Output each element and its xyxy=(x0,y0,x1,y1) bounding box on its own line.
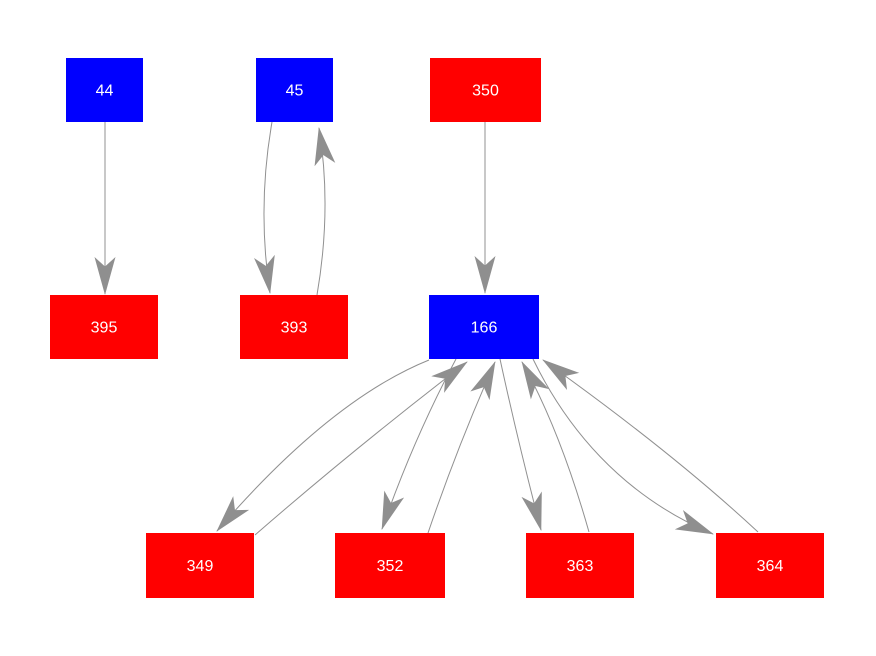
node-363-box[interactable] xyxy=(526,533,634,598)
node-350-label: 350 xyxy=(472,83,499,100)
node-45-box[interactable] xyxy=(256,58,333,122)
edge-166-to-364 xyxy=(532,358,714,535)
node-350[interactable]: 350 xyxy=(430,58,541,122)
node-352[interactable]: 352 xyxy=(335,533,445,598)
node-363-label: 363 xyxy=(567,558,594,575)
edge-349-to-166 xyxy=(254,361,468,536)
node-44[interactable]: 44 xyxy=(66,58,143,122)
node-166-box[interactable] xyxy=(429,295,539,359)
node-352-label: 352 xyxy=(377,558,404,575)
node-395-label: 395 xyxy=(91,320,118,337)
node-395-box[interactable] xyxy=(50,295,158,359)
node-45-label: 45 xyxy=(286,83,304,100)
node-364-label: 364 xyxy=(757,558,784,575)
node-395[interactable]: 395 xyxy=(50,295,158,359)
node-364-box[interactable] xyxy=(716,533,824,598)
node-45[interactable]: 45 xyxy=(256,58,333,122)
node-44-label: 44 xyxy=(96,83,114,100)
edge-layer xyxy=(94,121,759,536)
node-393-label: 393 xyxy=(281,320,308,337)
edge-45-to-393 xyxy=(254,121,275,294)
edge-166-to-363 xyxy=(499,358,542,531)
node-166-label: 166 xyxy=(471,320,498,337)
edge-166-to-349 xyxy=(216,359,430,532)
edge-363-to-166 xyxy=(521,361,590,533)
node-393[interactable]: 393 xyxy=(240,295,348,359)
edge-166-to-352 xyxy=(381,358,457,530)
node-364[interactable]: 364 xyxy=(716,533,824,598)
edge-364-to-166 xyxy=(542,359,759,533)
node-393-box[interactable] xyxy=(240,295,348,359)
edge-352-to-166 xyxy=(427,361,496,534)
node-166[interactable]: 166 xyxy=(429,295,539,359)
node-349-label: 349 xyxy=(187,558,214,575)
node-350-box[interactable] xyxy=(430,58,541,122)
node-layer: 44 45 350 395 393 166 349 352 363 364 xyxy=(50,58,824,598)
node-349-box[interactable] xyxy=(146,533,254,598)
node-349[interactable]: 349 xyxy=(146,533,254,598)
node-44-box[interactable] xyxy=(66,58,143,122)
node-363[interactable]: 363 xyxy=(526,533,634,598)
edge-393-to-45 xyxy=(314,127,336,296)
node-352-box[interactable] xyxy=(335,533,445,598)
